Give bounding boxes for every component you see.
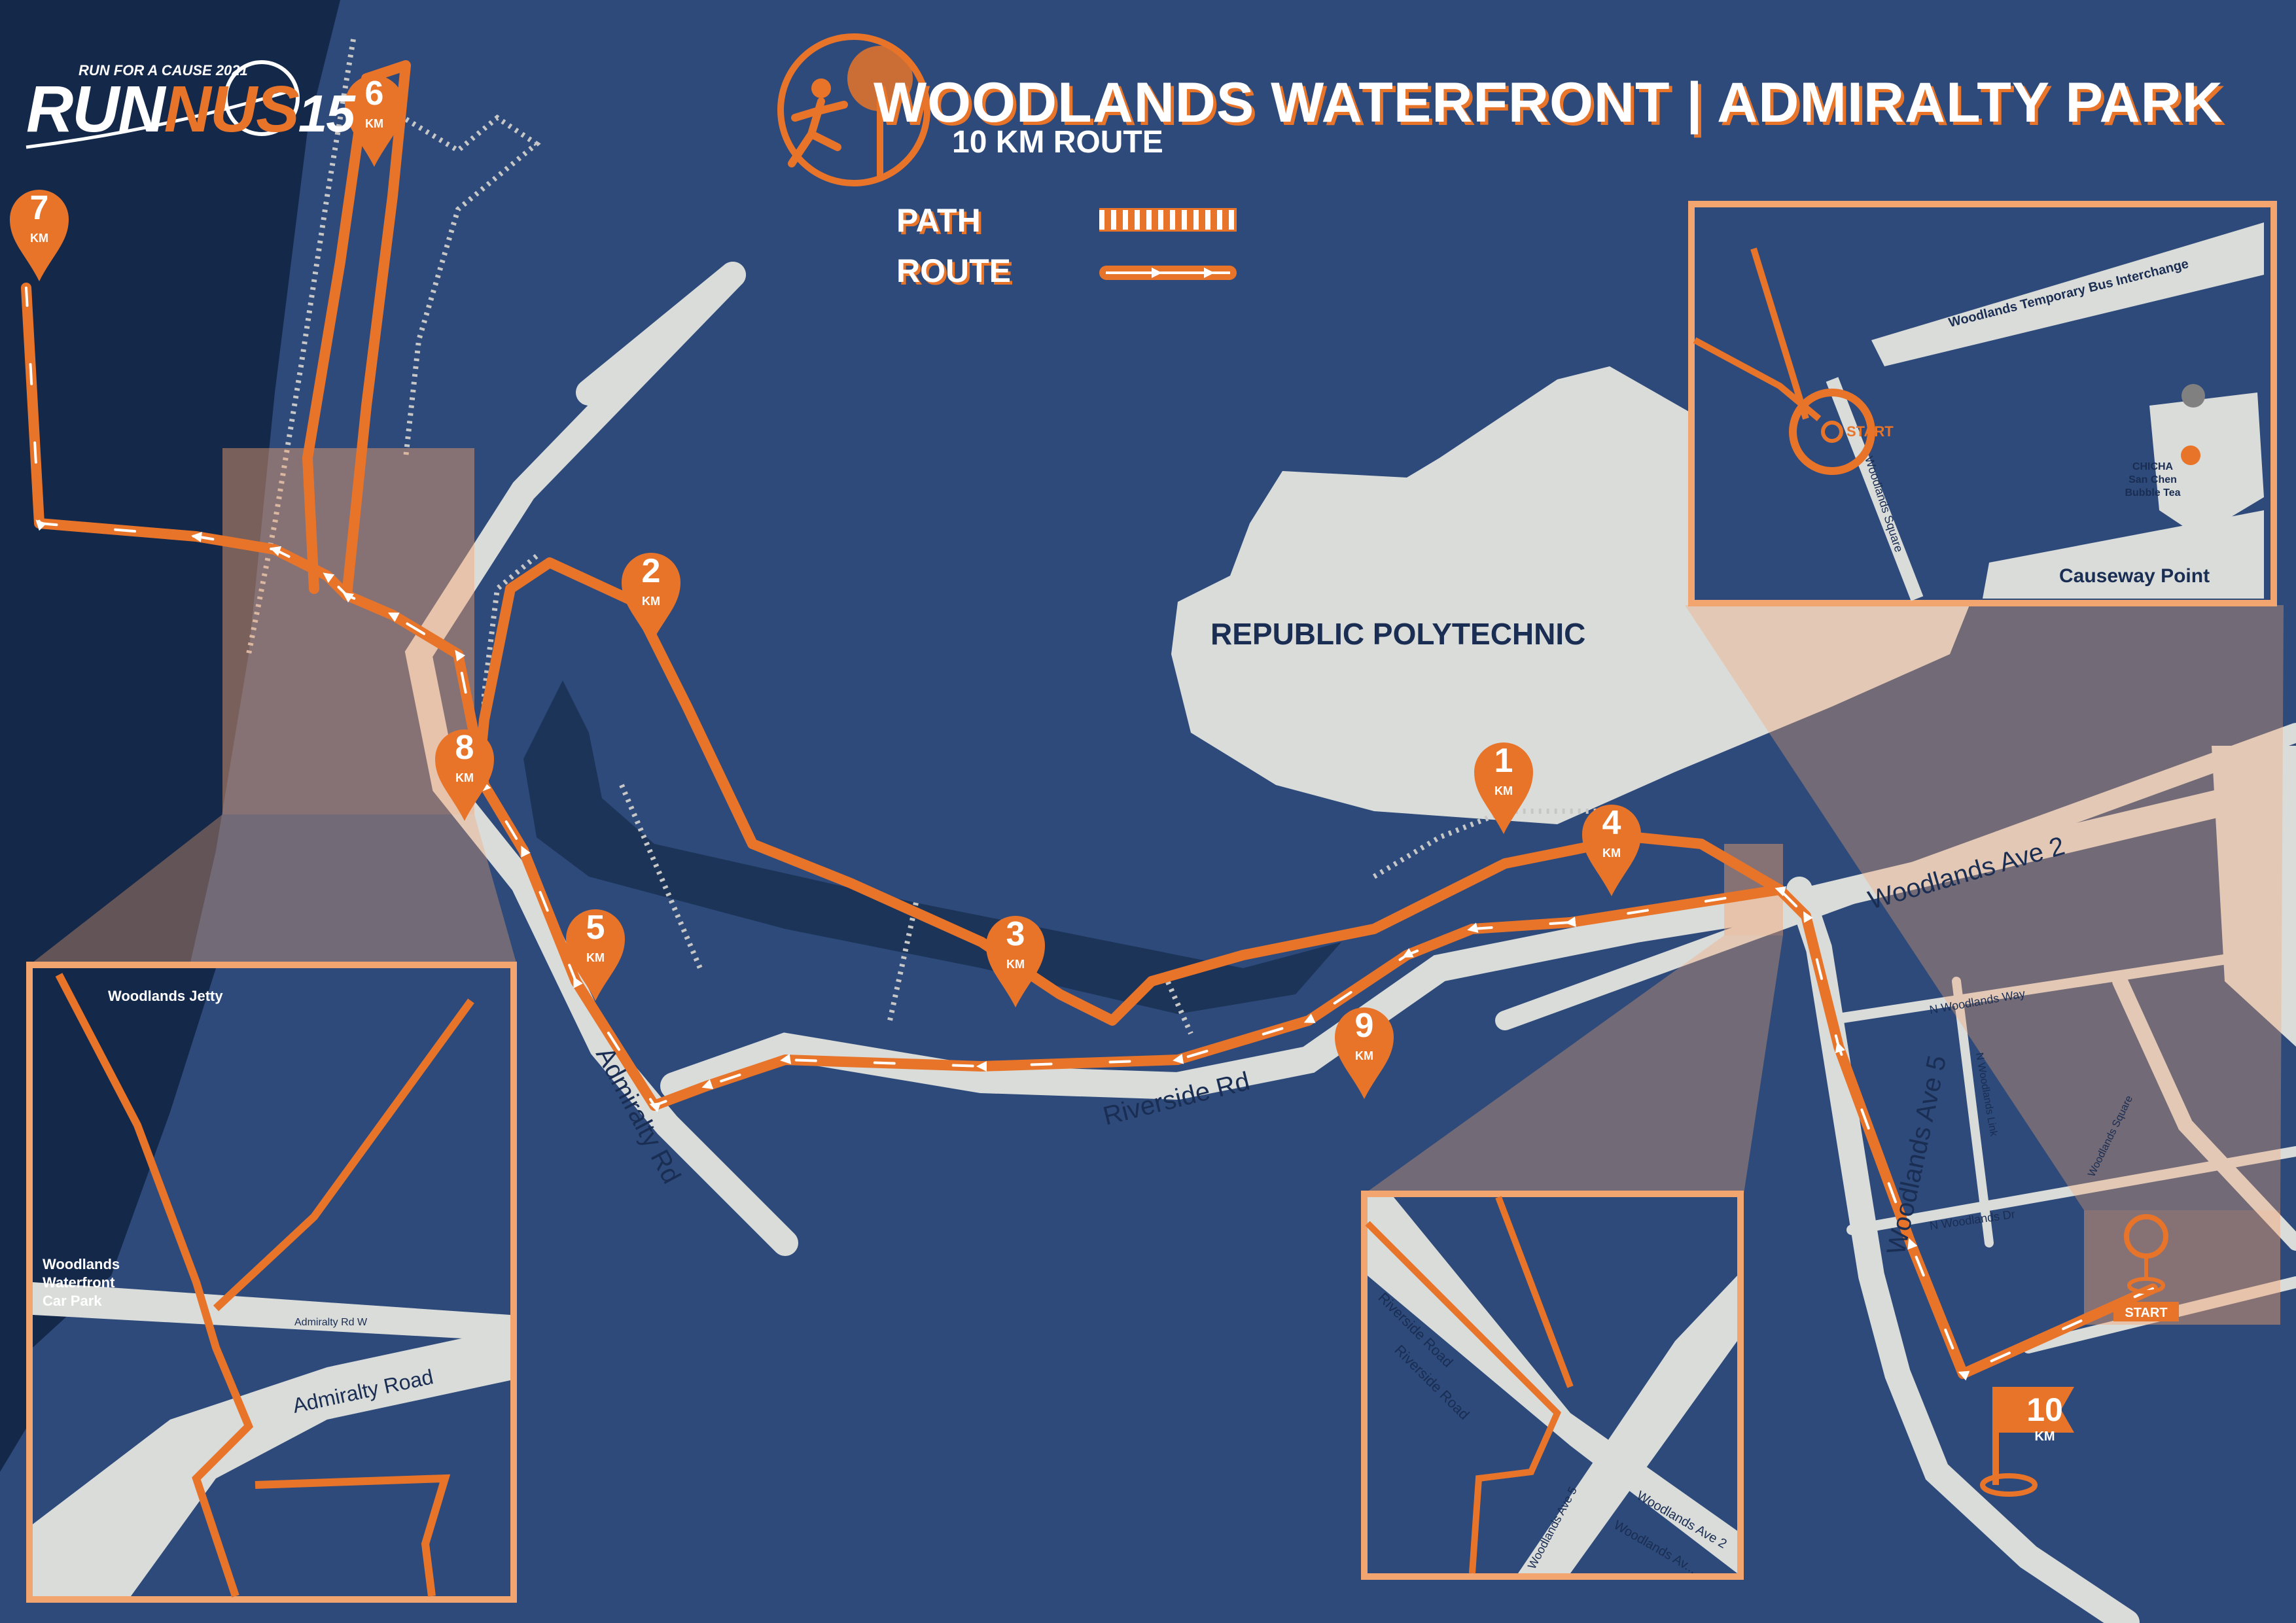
legend-path-label: PATH [896,202,981,239]
start-label: START [2125,1306,2167,1320]
inset-start-cafe-1: CHICHA [2132,461,2174,472]
km-marker-1-unit: KM [1494,784,1513,797]
km-marker-9-number: 9 [1355,1007,1374,1045]
page-subtitle: 10 KM ROUTE [952,125,1163,160]
inset-start-mall: Causeway Point [2059,565,2210,587]
route-line-north [302,60,411,601]
inset-junction: Riverside Road Riverside Road Woodlands … [1361,1191,1744,1580]
inset-start-cafe-2: San Chen [2128,474,2177,485]
brand-nus: NUS [164,73,300,146]
km-marker-8: 8 KM [435,729,494,821]
east-land [2212,746,2296,1047]
km-marker-7-unit: KM [30,232,48,245]
km-marker-3-unit: KM [1006,958,1025,971]
inset-start-cafe-3: Bubble Tea [2125,487,2180,498]
km-marker-6-number: 6 [365,75,384,113]
km-marker-2: 2 KM [622,552,680,644]
start-marker: START [2113,1214,2179,1321]
km-marker-7: 7 KM [10,189,69,281]
label-republic-polytechnic: REPUBLIC POLYTECHNIC [1210,617,1585,651]
km-marker-3: 3 KM [986,915,1045,1007]
km-marker-3-number: 3 [1006,915,1025,953]
inset-jetty-carpark-2: Waterfront [43,1274,115,1291]
km-marker-5-number: 5 [586,909,605,947]
km-marker-6: 6 KM [345,75,404,167]
km-marker-2-unit: KM [642,595,660,608]
inset-jetty-carpark-3: Car Park [43,1293,102,1309]
km-marker-1-number: 1 [1494,742,1513,780]
inset-jetty: Woodlands Jetty Woodlands Waterfront Car… [26,962,517,1603]
inset-jetty-carpark-1: Woodlands [43,1256,120,1272]
km-marker-9-unit: KM [1355,1049,1373,1062]
km-marker-5: 5 KM [566,909,625,1001]
brand-run: RUN [26,73,166,146]
inset-jetty-admiralty-rd-w: Admiralty Rd W [294,1317,368,1328]
km-marker-10-unit: KM [2034,1429,2055,1444]
km-marker-9: 9 KM [1335,1007,1394,1099]
legend-route-swatch [1099,266,1237,280]
km-marker-10: 10 KM [1980,1387,2074,1497]
inset-start-start-label: START [1846,423,1894,440]
inset-jetty-jetty-label: Woodlands Jetty [108,988,223,1004]
inset-start: START Woodlands Temporary Bus Interchang… [1688,201,2277,606]
page-title: WOODLANDS WATERFRONT | ADMIRALTY PARK [874,71,2223,134]
km-marker-8-unit: KM [455,771,474,784]
km-marker-7-number: 7 [30,189,49,227]
km-marker-1: 1 KM [1474,742,1533,834]
km-marker-4: 4 KM [1582,804,1641,896]
brand-logo [26,60,300,149]
legend-path-swatch [1099,208,1237,232]
brand-tagline: RUN FOR A CAUSE 2021 [79,62,248,79]
km-marker-5-unit: KM [586,951,605,964]
brand-anniversary: 15 [298,84,355,143]
km-marker-4-unit: KM [1602,846,1621,860]
brand-wordmark: RUNNUS15 [26,72,355,147]
km-marker-6-unit: KM [365,117,383,130]
runner-tree-icon [777,33,930,186]
km-marker-8-number: 8 [455,729,474,767]
km-marker-2-number: 2 [642,552,661,590]
km-marker-4-number: 4 [1602,804,1621,842]
legend-route-label: ROUTE [896,253,1011,289]
km-marker-10-number: 10 [2026,1391,2063,1428]
